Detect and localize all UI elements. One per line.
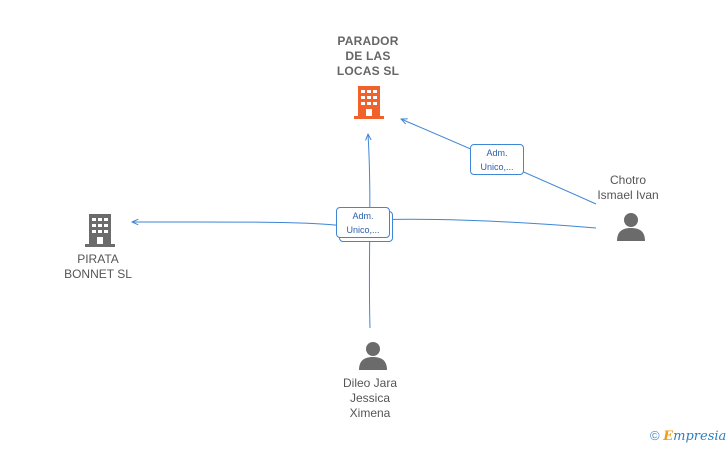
- label-line: Ismael Ivan: [597, 188, 659, 202]
- building-icon[interactable]: [352, 84, 386, 125]
- person-label-chotro[interactable]: Chotro Ismael Ivan: [580, 173, 676, 203]
- person-label-dileo[interactable]: Dileo Jara Jessica Ximena: [322, 376, 418, 421]
- edge-label-line: Adm.: [486, 148, 508, 158]
- footer-brand[interactable]: © Empresia: [650, 428, 726, 444]
- label-line: PARADOR: [337, 34, 399, 48]
- label-line: LOCAS SL: [336, 64, 400, 78]
- label-line: Ximena: [349, 406, 391, 420]
- edge-chotro-to-pirata: [371, 218, 597, 229]
- person-icon[interactable]: [615, 211, 647, 246]
- label-line: PIRATA: [77, 252, 119, 266]
- label-line: Dileo Jara: [342, 376, 398, 390]
- company-label-parador[interactable]: PARADOR DE LAS LOCAS SL: [320, 34, 416, 79]
- label-line: Chotro: [609, 173, 647, 187]
- edge-label-line: Unico,...: [480, 162, 514, 172]
- brand-logo: Empresia: [663, 429, 726, 444]
- brand-initial: E: [663, 429, 674, 444]
- label-line: Jessica: [349, 391, 390, 405]
- person-icon[interactable]: [357, 340, 389, 375]
- edge-label-line: Adm.: [352, 211, 374, 221]
- edge-label-center[interactable]: Adm. Unico,...: [336, 207, 390, 238]
- copyright-icon: ©: [650, 428, 660, 443]
- label-line: BONNET SL: [64, 267, 132, 281]
- building-icon[interactable]: [83, 212, 117, 253]
- label-line: DE LAS: [345, 49, 391, 63]
- edge-label-line: Unico,...: [346, 225, 380, 235]
- company-label-pirata[interactable]: PIRATA BONNET SL: [50, 252, 146, 282]
- edge-label-right[interactable]: Adm. Unico,...: [470, 144, 524, 175]
- brand-rest: mpresia: [673, 429, 727, 444]
